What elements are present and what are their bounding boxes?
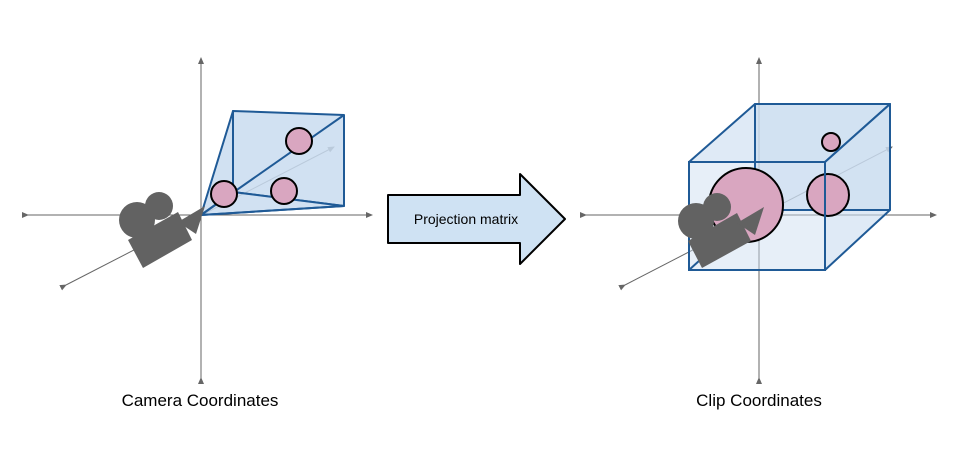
sphere-object <box>210 180 238 208</box>
sphere-object <box>285 127 313 155</box>
frustum-objects <box>210 127 313 208</box>
camera-coordinates-panel: Camera Coordinates <box>22 57 373 410</box>
camera-coordinates-caption: Camera Coordinates <box>122 391 279 410</box>
clip-coordinates-panel: Clip Coordinates <box>580 57 937 410</box>
movie-camera-icon <box>119 192 205 268</box>
projection-matrix-label: Projection matrix <box>414 211 518 227</box>
sphere-object <box>821 132 841 152</box>
sphere-object <box>270 177 298 205</box>
clip-coordinates-caption: Clip Coordinates <box>696 391 822 410</box>
movie-camera-icon <box>678 193 764 268</box>
projection-matrix-arrow: Projection matrix <box>387 173 566 265</box>
sphere-object <box>806 173 850 217</box>
